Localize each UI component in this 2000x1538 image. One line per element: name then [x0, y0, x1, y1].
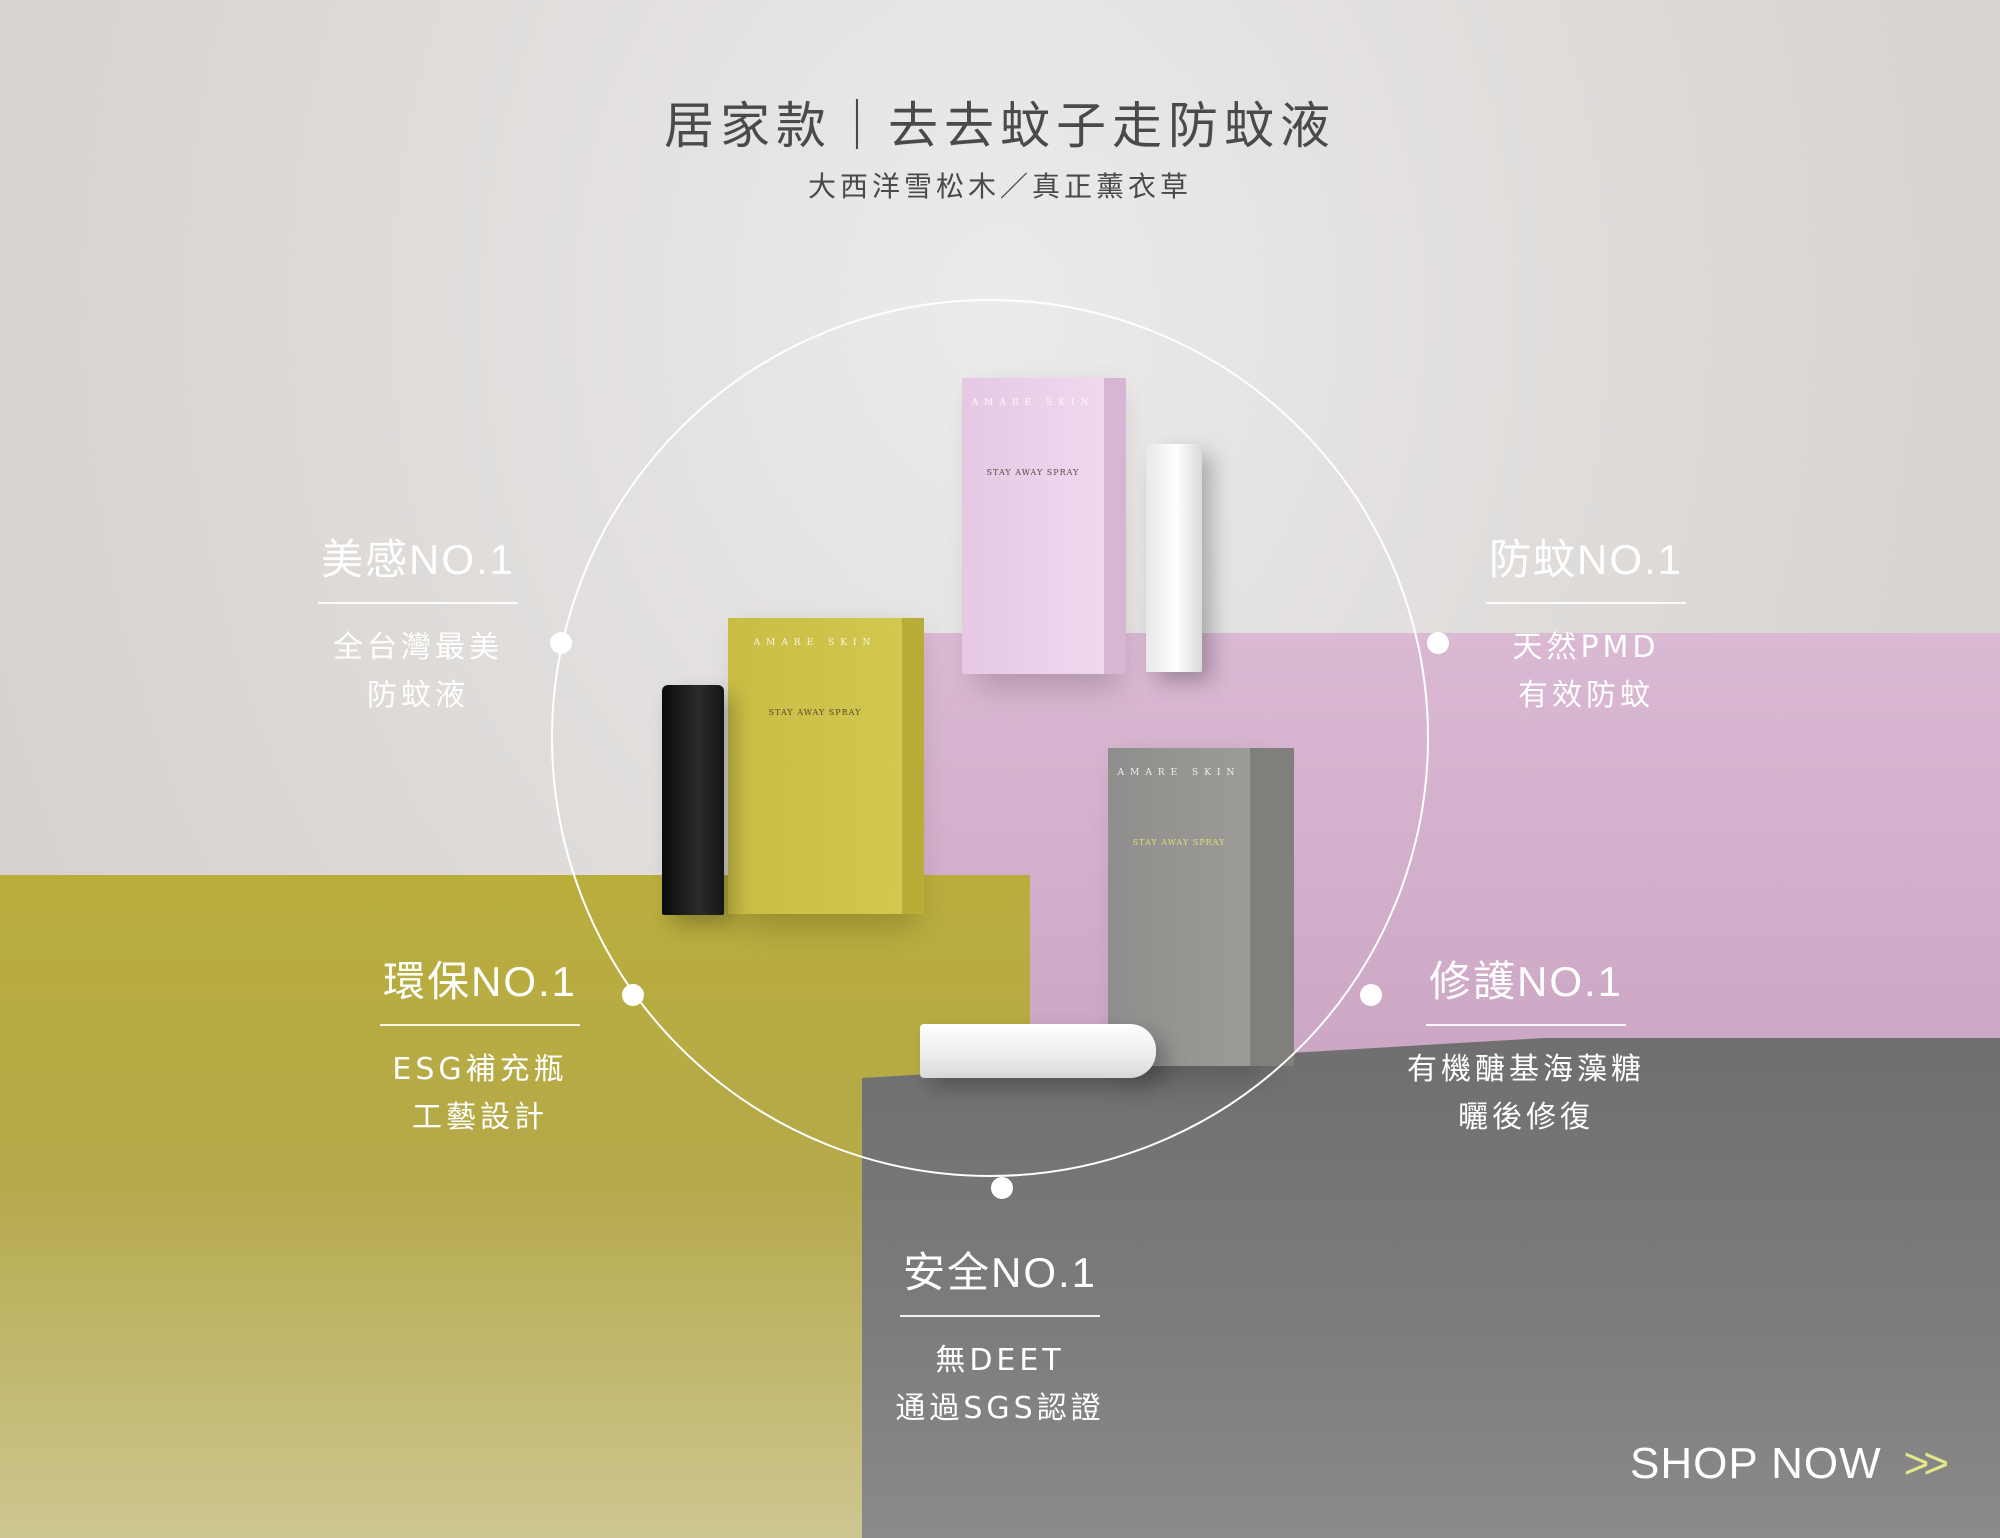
feature-divider: [380, 1024, 580, 1026]
feature-title: 美感NO.1: [320, 536, 516, 583]
yellow-product-box: AMARE SKIN STAY AWAY SPRAY: [728, 618, 902, 914]
feature-line: 天然PMD: [1512, 630, 1660, 665]
feature-safety: 安全NO.1 無DEET 通過SGS認證: [880, 1247, 1120, 1433]
box-brand-text: AMARE SKIN: [971, 398, 1095, 408]
white-spray-bottle: [1146, 444, 1202, 672]
feature-divider: [318, 602, 518, 604]
feature-title: 防蚊NO.1: [1488, 536, 1684, 583]
page-title: 居家款｜去去蚊子走防蚊液: [664, 97, 1336, 155]
gray-product-box-side: [1250, 748, 1294, 1066]
feature-title: 安全NO.1: [902, 1249, 1098, 1296]
feature-line: 工藝設計: [412, 1100, 548, 1135]
gray-product-box: AMARE SKIN STAY AWAY SPRAY: [1108, 748, 1250, 1066]
pink-product-box-side: [1104, 378, 1126, 674]
feature-line: 曬後修復: [1458, 1100, 1594, 1135]
feature-line: 有機醣基海藻糖: [1407, 1052, 1645, 1087]
pink-product-box: AMARE SKIN STAY AWAY SPRAY: [962, 378, 1104, 674]
double-chevron-right-icon: >>: [1903, 1439, 1949, 1488]
ring-dot-beauty: [550, 632, 572, 654]
box-product-name: STAY AWAY SPRAY: [768, 708, 862, 717]
feature-divider: [900, 1315, 1100, 1317]
feature-line: ESG補充瓶: [392, 1052, 568, 1087]
feature-line: 有效防蚊: [1518, 678, 1654, 713]
shop-now-label: SHOP NOW: [1630, 1439, 1882, 1488]
feature-repair: 修護NO.1 有機醣基海藻糖 曬後修復: [1406, 956, 1646, 1142]
feature-line: 通過SGS認證: [895, 1391, 1105, 1426]
shop-now-button[interactable]: SHOP NOW >>: [1630, 1436, 1950, 1492]
box-product-name: STAY AWAY SPRAY: [986, 468, 1080, 477]
feature-divider: [1426, 1024, 1626, 1026]
feature-line: 無DEET: [935, 1343, 1065, 1378]
yellow-product-box-side: [902, 618, 924, 914]
feature-title: 環保NO.1: [382, 958, 578, 1005]
box-brand-text: AMARE SKIN: [1117, 768, 1241, 778]
page-subtitle: 大西洋雪松木／真正薰衣草: [807, 170, 1192, 203]
white-refill-bottle: [920, 1024, 1156, 1078]
feature-divider: [1486, 602, 1686, 604]
feature-line: 防蚊液: [367, 678, 469, 713]
feature-title: 修護NO.1: [1428, 958, 1624, 1005]
feature-repel: 防蚊NO.1 天然PMD 有效防蚊: [1466, 534, 1706, 720]
feature-beauty: 美感NO.1 全台灣最美 防蚊液: [298, 534, 538, 720]
feature-eco: 環保NO.1 ESG補充瓶 工藝設計: [360, 956, 600, 1142]
black-spray-bottle: [662, 685, 724, 915]
box-brand-text: AMARE SKIN: [753, 638, 877, 648]
box-product-name: STAY AWAY SPRAY: [1132, 838, 1226, 847]
feature-line: 全台灣最美: [333, 630, 503, 665]
